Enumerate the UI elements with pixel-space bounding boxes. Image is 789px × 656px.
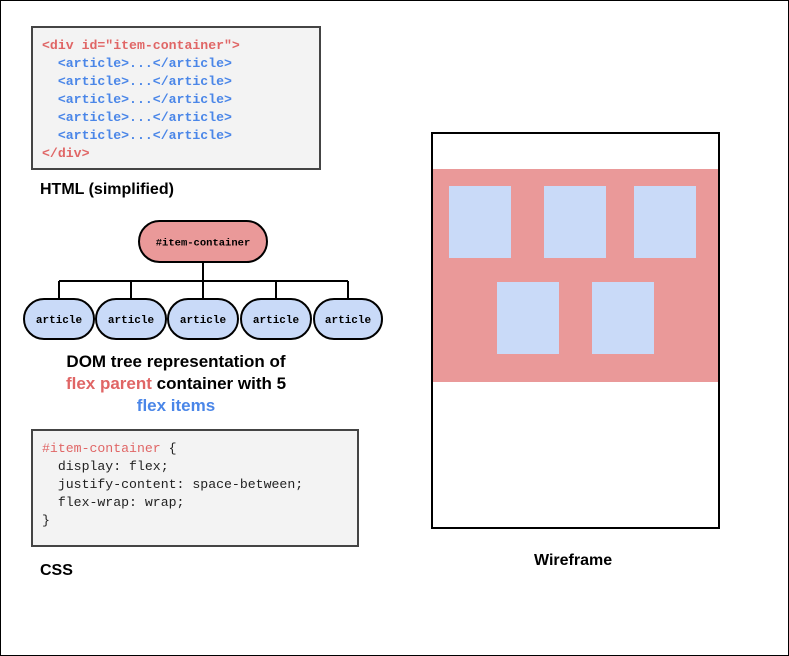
dom-root-label: #item-container <box>156 238 251 250</box>
flex-item-box <box>449 186 511 258</box>
dom-child-label: article <box>36 315 83 327</box>
flex-item-box <box>634 186 696 258</box>
dom-child-node: article <box>313 298 383 340</box>
dom-tree: #item-container article article article … <box>23 220 383 340</box>
flex-item-box <box>592 282 654 354</box>
dom-child-label: article <box>180 315 227 327</box>
css-selector: #item-container <box>42 441 161 456</box>
html-open-tag: <div id="item-container"> <box>42 38 240 53</box>
dom-child-node: article <box>95 298 167 340</box>
dom-caption-text: container with 5 <box>151 374 287 393</box>
dom-tree-connectors <box>58 262 349 299</box>
css-close-brace: } <box>42 513 50 528</box>
html-code-block: <div id="item-container"> <article>...</… <box>31 26 321 170</box>
flex-container-box <box>433 169 718 382</box>
css-caption: CSS <box>40 562 73 579</box>
dom-child-label: article <box>253 315 300 327</box>
dom-child-label: article <box>108 315 155 327</box>
html-article-line: <article>...</article> <box>57 128 232 143</box>
dom-child-label: article <box>325 315 372 327</box>
dom-caption-line: DOM tree representation of <box>66 352 286 371</box>
dom-root-node: #item-container <box>138 220 268 263</box>
html-article-line: <article>...</article> <box>57 92 232 107</box>
css-code-block: #item-container { display: flex; justify… <box>31 429 359 547</box>
html-close-tag: </div> <box>42 146 90 161</box>
dom-child-node: article <box>23 298 95 340</box>
wireframe <box>431 132 720 529</box>
flex-item-box <box>497 282 559 354</box>
css-declaration: flex-wrap: wrap; <box>42 495 185 510</box>
dom-caption-line: flex parent container with 5 <box>31 373 321 395</box>
flex-items-label: flex items <box>136 396 216 415</box>
css-declaration: justify-content: space-between; <box>42 477 304 492</box>
html-caption: HTML (simplified) <box>40 181 174 198</box>
dom-tree-caption: DOM tree representation of flex parent c… <box>31 351 321 417</box>
css-open-brace: { <box>160 441 177 456</box>
wireframe-caption: Wireframe <box>534 552 613 569</box>
css-declaration: display: flex; <box>42 459 169 474</box>
flex-item-box <box>544 186 606 258</box>
dom-child-node: article <box>240 298 312 340</box>
dom-child-node: article <box>167 298 239 340</box>
html-article-line: <article>...</article> <box>57 110 232 125</box>
html-article-line: <article>...</article> <box>57 74 232 89</box>
flex-parent-label: flex parent <box>65 374 152 393</box>
html-article-line: <article>...</article> <box>57 56 232 71</box>
